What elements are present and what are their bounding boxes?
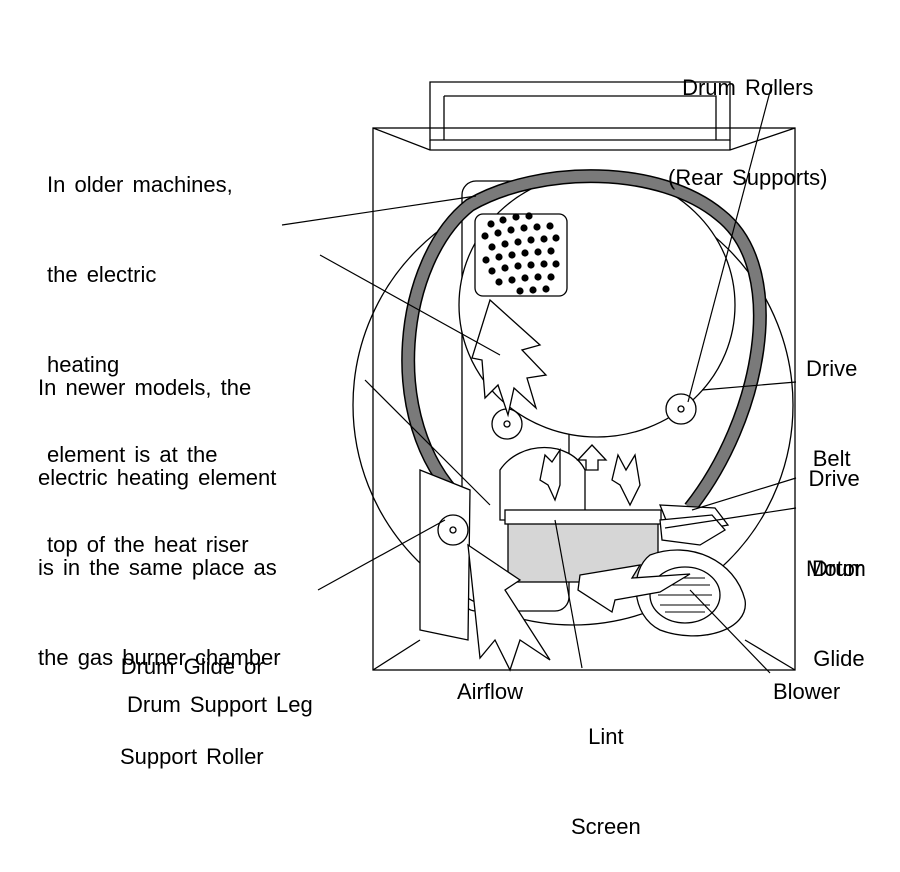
drum-support-leg (419, 469, 471, 641)
dryer-illustration (281, 81, 797, 674)
label-lint-screen: Lint Screen (571, 662, 641, 872)
drum-roller-left (491, 408, 523, 440)
base-airflow-arrow (467, 543, 551, 672)
label-drum-glide-line1: Drum (812, 556, 866, 581)
leader-lines (281, 83, 797, 674)
airflow-arrow-left (539, 447, 561, 502)
label-drive-belt-line1: Drive (806, 356, 858, 381)
label-newer-models-line4: the gas burner chamber (38, 645, 281, 670)
label-lint-screen-line1: Lint (588, 724, 624, 749)
drum-glide (659, 514, 726, 546)
label-newer-models-line1: In newer models, the (38, 375, 252, 400)
label-older-machines-line2: the electric (47, 262, 157, 287)
label-drum-glide-roller-line2: Support Roller (120, 744, 264, 769)
exhaust-arrow (577, 564, 691, 614)
airflow-arrow-up (576, 444, 608, 471)
dryer-diagram (281, 81, 797, 674)
label-drum-glide-roller-line1: Drum Glide or (120, 654, 264, 679)
label-older-machines-line1: In older machines, (47, 172, 233, 197)
label-drive-motor-line2: Motor (806, 556, 863, 581)
drum-glide-roller (437, 514, 469, 546)
label-drive-belt-line2: Belt (812, 446, 851, 471)
vent-holes (481, 212, 560, 295)
drum-roller-right (665, 393, 697, 425)
label-older-machines-line3: heating (47, 352, 120, 377)
label-drum-rollers: Drum Rollers (Rear Supports) (668, 13, 828, 223)
burner-chamber (499, 447, 586, 521)
label-drum-rollers-line2: (Rear Supports) (668, 165, 828, 190)
label-airflow: Airflow (457, 679, 524, 704)
label-drive-belt: Drive Belt (806, 294, 857, 504)
label-drum-glide: Drum Glide (812, 494, 866, 704)
airflow-arrow-right (611, 453, 641, 507)
label-older-machines-line5: top of the heat riser (47, 532, 249, 557)
label-older-machines: In older machines, the electric heating … (47, 110, 249, 590)
heat-riser-airflow-arrow (471, 298, 548, 418)
label-drum-glide-line2: Glide (813, 646, 865, 671)
label-lint-screen-line2: Screen (571, 814, 641, 839)
label-newer-models-line3: is in the same place as (38, 555, 277, 580)
label-drive-motor-line1: Drive (808, 466, 860, 491)
dryer-cabinet (372, 81, 796, 671)
label-older-machines-line4: element is at the (47, 442, 218, 467)
label-newer-models-line2: electric heating element (38, 465, 277, 490)
label-drum-rollers-line1: Drum Rollers (682, 75, 814, 100)
label-blower: Blower (773, 679, 841, 704)
lint-screen-top (504, 509, 662, 525)
label-newer-models: In newer models, the electric heating el… (38, 313, 281, 703)
label-drive-motor: Drive Motor (806, 404, 862, 614)
label-drum-support-leg: Drum Support Leg (127, 692, 313, 717)
drive-belt (401, 169, 767, 513)
